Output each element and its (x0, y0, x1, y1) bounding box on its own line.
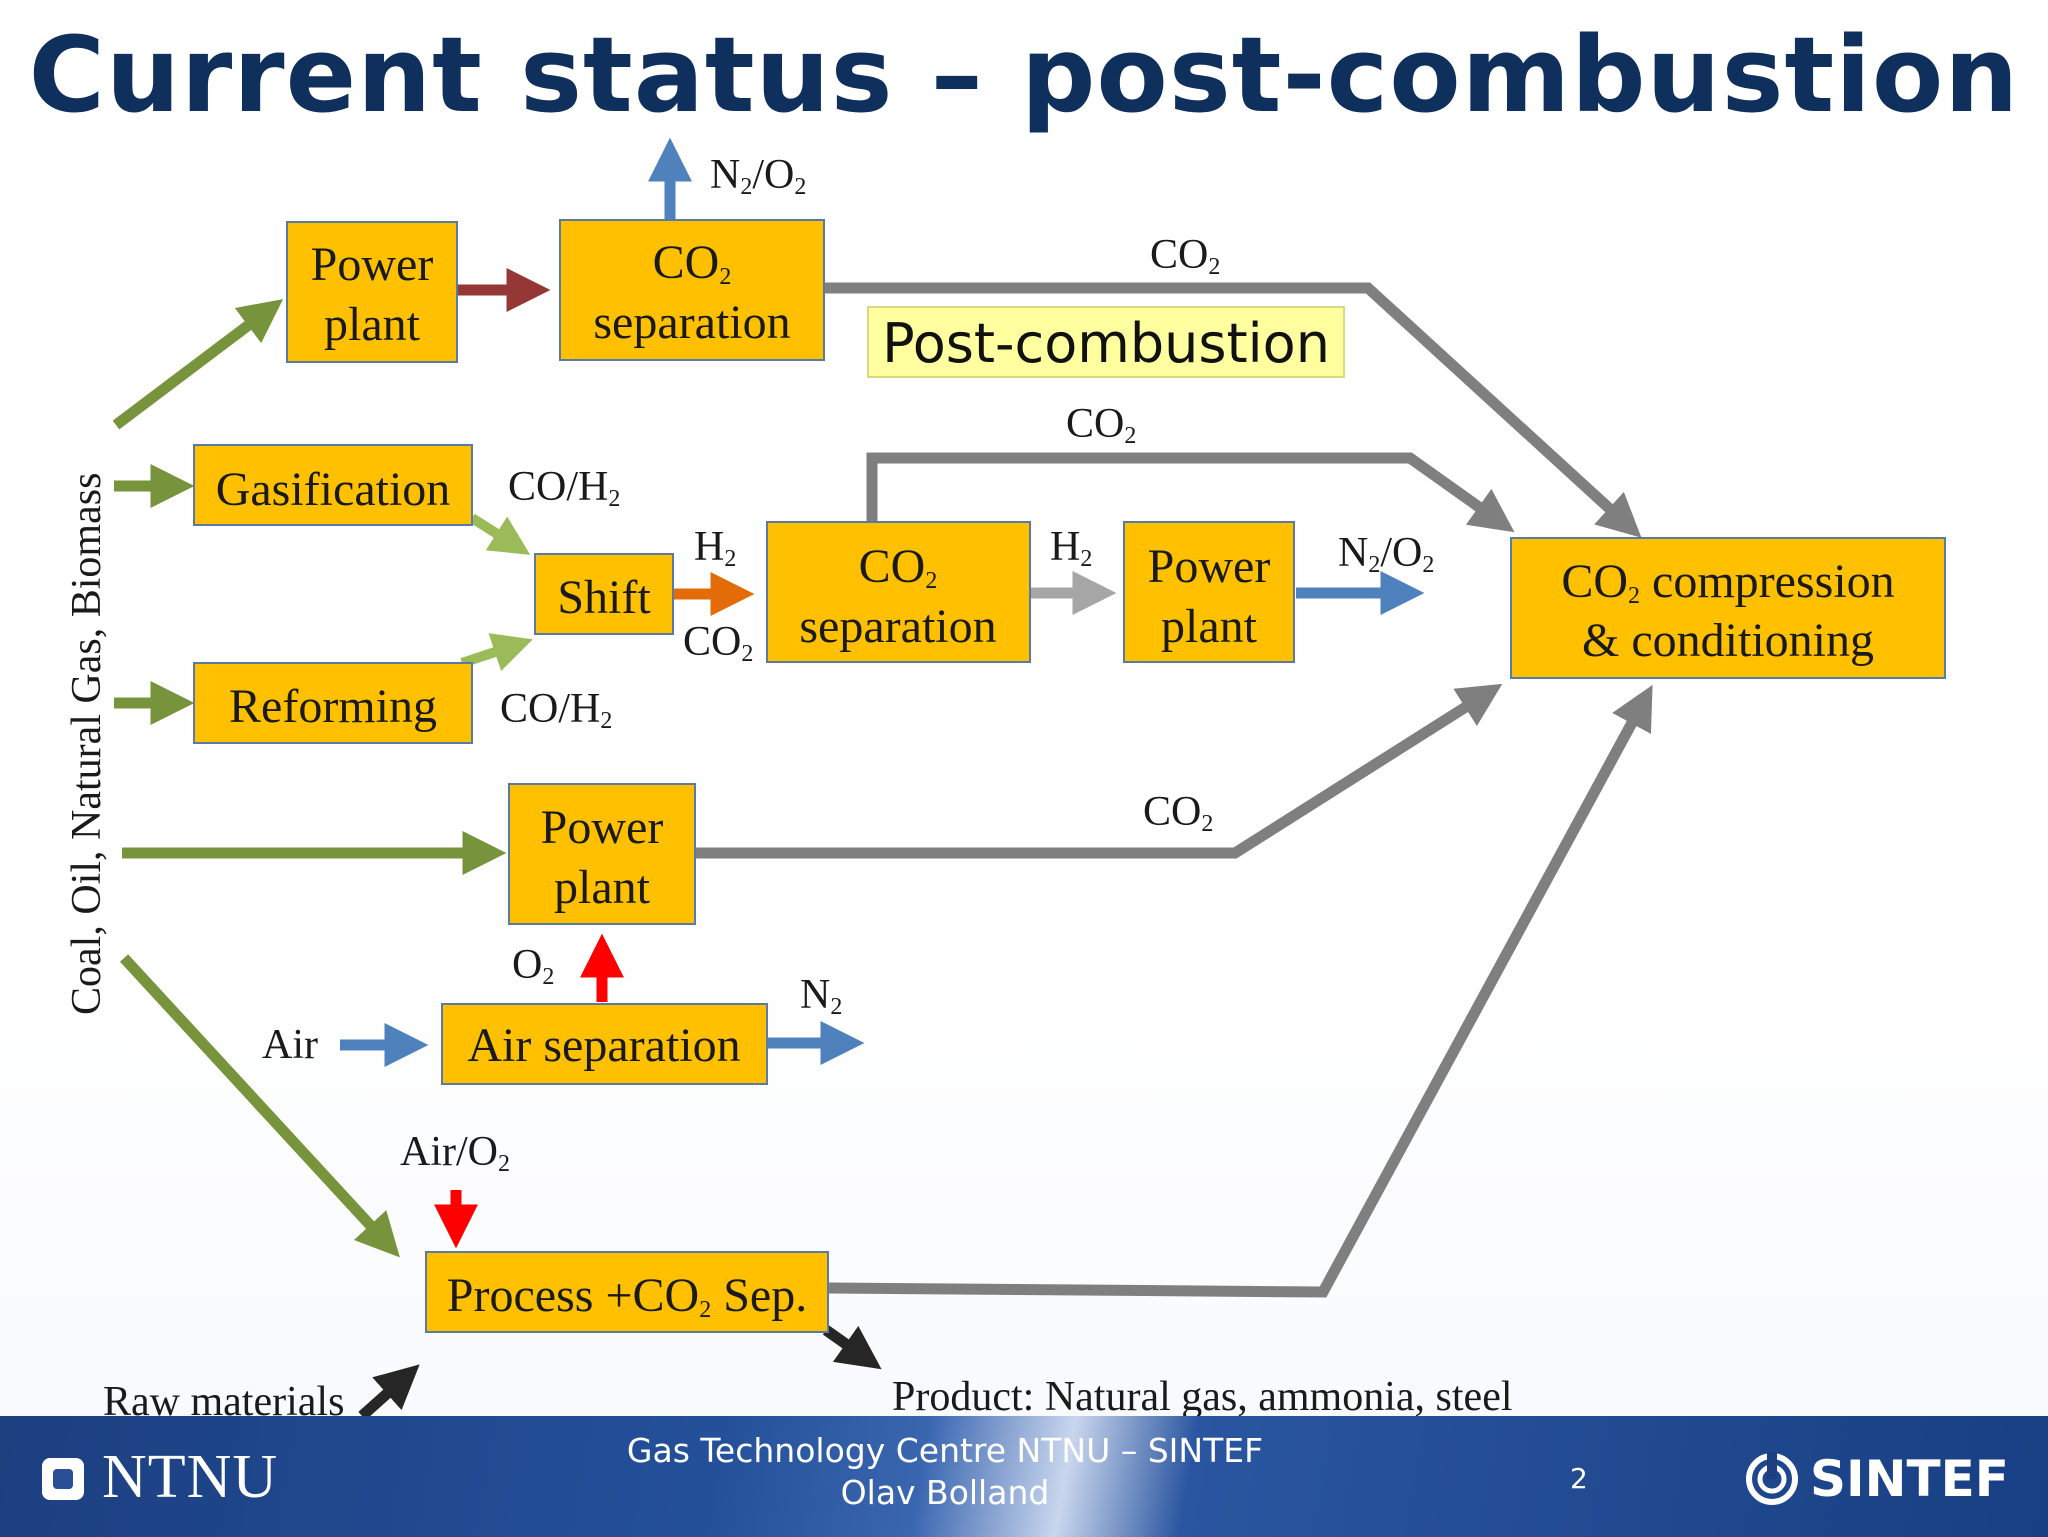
page-number: 2 (1570, 1462, 1588, 1495)
svg-text:separation: separation (593, 296, 790, 349)
ntnu-logo-icon (42, 1458, 84, 1500)
co2-line-precombustion (866, 452, 1515, 533)
h2-label-mid: H2 (1050, 524, 1092, 572)
co2-label-precombustion: CO2 (1066, 401, 1136, 449)
coh2-label-reforming: CO/H2 (500, 686, 612, 734)
co2-line-process (828, 684, 1653, 1298)
co2-label-top: CO2 (1150, 232, 1220, 280)
footer-line1: Gas Technology Centre NTNU – SINTEF (626, 1431, 1264, 1470)
svg-text:& conditioning: & conditioning (1582, 614, 1874, 667)
coh2-label-gasification: CO/H2 (508, 464, 620, 512)
n2-label: N2 (800, 972, 842, 1020)
air-label: Air (262, 1022, 318, 1068)
svg-text:plant: plant (1161, 600, 1258, 653)
svg-text:Air separation: Air separation (467, 1019, 740, 1072)
svg-text:Power: Power (311, 238, 434, 291)
svg-text:Power: Power (541, 801, 664, 854)
svg-text:plant: plant (324, 298, 421, 351)
footer-line2: Olav Bolland (840, 1473, 1050, 1512)
o2-label: O2 (512, 942, 554, 990)
co2-label-oxyfuel: CO2 (1143, 789, 1213, 837)
air-o2-label: Air/O2 (400, 1129, 510, 1177)
co2-label-shift: CO2 (683, 619, 753, 667)
feed-arrow-process (119, 954, 400, 1258)
svg-text:Gasification: Gasification (216, 463, 451, 516)
svg-text:Post-combustion: Post-combustion (882, 312, 1330, 375)
co2-compression-box: CO2 compression & conditioning (1510, 537, 1946, 679)
svg-text:Power: Power (1148, 540, 1271, 593)
syngas-arrow-gasification (469, 513, 531, 555)
svg-text:Reforming: Reforming (229, 680, 437, 733)
raw-materials-arrow (358, 1364, 420, 1421)
reforming-box: Reforming (193, 662, 473, 744)
svg-text:plant: plant (554, 861, 651, 914)
fuel-side-label: Coal, Oil, Natural Gas, Biomass (64, 473, 110, 1015)
gasification-box: Gasification (193, 444, 473, 526)
sintef-logo-text: SINTEF (1810, 1450, 2009, 1508)
co2-separation-box-top: CO2 separation (559, 219, 825, 361)
svg-text:Process +CO2 Sep.: Process +CO2 Sep. (447, 1269, 807, 1323)
footer-text: Gas Technology Centre NTNU – SINTEF Olav… (560, 1430, 1330, 1514)
svg-text:CO2: CO2 (859, 540, 938, 594)
power-plant-box-mid: Power plant (1123, 521, 1295, 663)
process-co2-sep-box: Process +CO2 Sep. (425, 1251, 829, 1333)
co2-line-oxyfuel (695, 683, 1503, 859)
svg-text:CO2: CO2 (653, 236, 732, 290)
post-combustion-label: Post-combustion (867, 306, 1345, 378)
co2-separation-box-mid: CO2 separation (766, 521, 1031, 663)
slide-title: Current status – post-combustion (28, 14, 2020, 136)
shift-box: Shift (534, 553, 674, 635)
power-plant-box-top: Power plant (286, 221, 458, 363)
h2-label-shift: H2 (694, 524, 736, 572)
co2-line-top (825, 282, 1642, 538)
power-plant-box-oxyfuel: Power plant (508, 783, 696, 925)
footer-bar (0, 1416, 2048, 1537)
svg-text:separation: separation (799, 600, 996, 653)
svg-text:CO2 compression: CO2 compression (1561, 555, 1894, 609)
feed-arrow-power-plant (112, 299, 284, 430)
sintef-logo-icon (1746, 1452, 1798, 1505)
product-arrow (822, 1325, 882, 1370)
product-label: Product: Natural gas, ammonia, steel (892, 1374, 1513, 1420)
ntnu-logo-text: NTNU (102, 1443, 279, 1511)
n2o2-label-top: N2/O2 (710, 152, 806, 200)
syngas-arrow-reforming (460, 633, 533, 672)
svg-text:Shift: Shift (557, 571, 651, 624)
n2o2-label-mid: N2/O2 (1338, 530, 1434, 578)
air-separation-box: Air separation (441, 1003, 768, 1085)
